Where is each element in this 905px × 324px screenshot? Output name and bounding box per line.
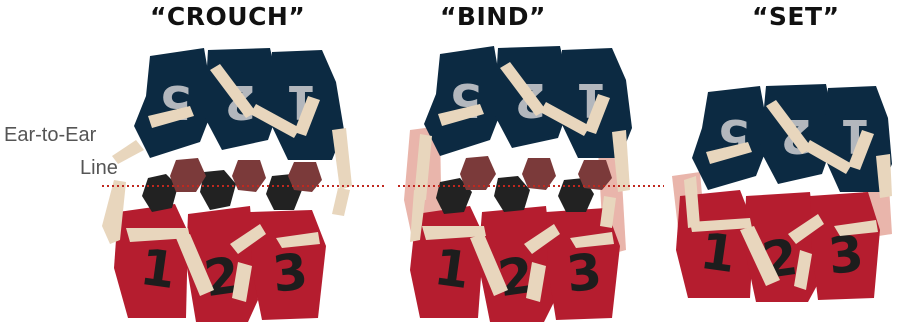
bind-stage: 1 2 3 5 2 1 bbox=[404, 46, 632, 322]
crouch-red-team: 1 2 3 bbox=[102, 170, 350, 322]
crouch-navy-team: 5 2 1 bbox=[112, 48, 352, 192]
crouch-navy-head-2 bbox=[232, 160, 266, 192]
bind-red-head-2 bbox=[494, 176, 530, 212]
bind-red-team: 1 2 3 bbox=[410, 176, 620, 322]
crouch-navy-arm bbox=[332, 128, 352, 190]
set-red-team: 1 2 3 bbox=[676, 190, 880, 302]
crouch-red-number-3: 3 bbox=[270, 242, 311, 303]
bind-red-number-3: 3 bbox=[564, 242, 605, 303]
crouch-red-arm-right bbox=[332, 188, 350, 216]
set-stage: 1 2 3 5 2 1 bbox=[672, 84, 892, 302]
crouch-navy-head-3 bbox=[288, 162, 322, 192]
bind-navy-head-1 bbox=[460, 156, 496, 190]
bind-navy-team: 5 2 1 bbox=[414, 46, 632, 200]
crouch-navy-arm bbox=[112, 140, 144, 164]
